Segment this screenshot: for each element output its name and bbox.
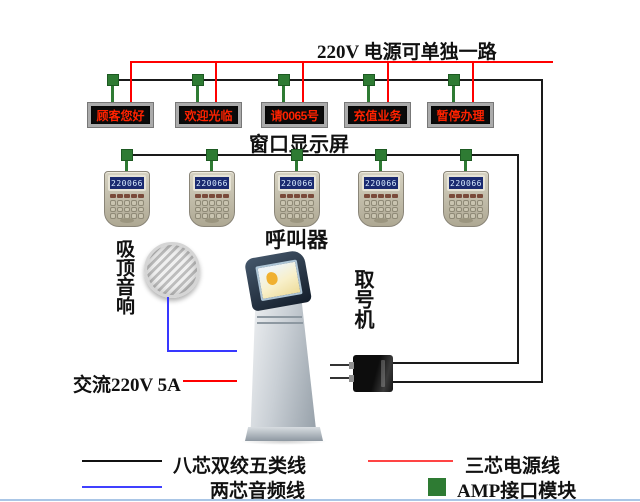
amp-connector <box>121 149 133 161</box>
power-drop-3 <box>302 61 304 105</box>
connector-stem <box>210 161 213 172</box>
audio-line-h <box>167 350 237 352</box>
caller-keypad <box>195 200 229 219</box>
led-text: 请0065号 <box>270 108 319 123</box>
kiosk-label: 取号机 <box>351 269 373 329</box>
led-display-3: 请0065号 <box>262 103 327 127</box>
led-text: 顾客您好 <box>96 108 145 123</box>
caller-keypad <box>110 200 144 219</box>
led-display-2: 欢迎光临 <box>176 103 241 127</box>
kiosk-base <box>245 427 323 441</box>
amp-terminal <box>349 375 354 382</box>
kiosk-ticket-slot <box>257 316 302 318</box>
amp-terminal <box>349 362 354 369</box>
connector-stem <box>111 86 114 104</box>
legend-amp-label: AMP接口模块 <box>457 481 577 502</box>
kiosk-body <box>250 301 316 429</box>
kiosk-ticket-slot <box>257 322 303 324</box>
caller-device-1: 220066 <box>104 171 150 227</box>
caller-device-4: 220066 <box>358 171 404 227</box>
power-title: 220V 电源可单独一路 <box>317 42 497 63</box>
amp-connector <box>460 149 472 161</box>
amp-connector <box>291 149 303 161</box>
caller-keypad <box>280 200 314 219</box>
power-bus-line <box>130 61 553 63</box>
legend-cat5-line <box>82 460 162 462</box>
connector-stem <box>196 86 199 104</box>
connector-stem <box>282 86 285 104</box>
ceiling-speaker <box>144 242 200 298</box>
caller-keypad <box>364 200 398 219</box>
caller-bus-line <box>121 154 519 156</box>
amp-wire-left-1 <box>330 364 353 366</box>
caller-lcd: 220066 <box>364 177 398 189</box>
amp-connector <box>448 74 460 86</box>
led-display-1: 顾客您好 <box>88 103 153 127</box>
amp-connector <box>107 74 119 86</box>
display-row-label: 窗口显示屏 <box>249 134 349 156</box>
caller-lcd: 220066 <box>195 177 229 189</box>
caller-device-3: 220066 <box>274 171 320 227</box>
caller-row-label: 呼叫器 <box>265 228 328 252</box>
power-drop-2 <box>215 61 217 105</box>
connector-stem <box>367 86 370 104</box>
kiosk-shadow <box>240 438 328 445</box>
caller-device-5: 220066 <box>443 171 489 227</box>
audio-line-v <box>167 297 169 352</box>
bottom-border-line <box>0 499 640 501</box>
caller-lcd: 220066 <box>280 177 314 189</box>
legend-power-line <box>368 460 453 462</box>
power-drop-5 <box>472 61 474 105</box>
kiosk-screen <box>255 259 303 302</box>
led-display-5: 暂停办理 <box>428 103 493 127</box>
connector-stem <box>125 161 128 172</box>
kiosk-head <box>243 249 313 312</box>
led-text: 充值业务 <box>353 108 402 123</box>
caller-lcd: 220066 <box>110 177 144 189</box>
led-display-4: 充值业务 <box>345 103 410 127</box>
ac-power-line <box>183 380 237 382</box>
amp-connector <box>363 74 375 86</box>
caller-device-2: 220066 <box>189 171 235 227</box>
legend-power-label: 三芯电源线 <box>465 456 561 477</box>
connector-stem <box>295 161 298 172</box>
caller-bus-to-amp <box>393 362 519 364</box>
connector-stem <box>452 86 455 104</box>
power-drop-4 <box>387 61 389 105</box>
led-text: 暂停办理 <box>436 108 485 123</box>
connector-stem <box>379 161 382 172</box>
display-bus-drop <box>541 79 543 383</box>
power-drop-1 <box>130 61 132 105</box>
caller-keypad <box>449 200 483 219</box>
legend-amp-swatch <box>428 478 446 496</box>
amp-connector <box>206 149 218 161</box>
caller-lcd: 220066 <box>449 177 483 189</box>
display-bus-to-amp <box>393 381 543 383</box>
amp-wire-left-2 <box>330 377 353 379</box>
amp-label-strip <box>381 360 385 387</box>
amp-connector <box>278 74 290 86</box>
display-bus-line <box>107 79 543 81</box>
legend-audio-label: 两芯音频线 <box>210 481 306 502</box>
kiosk-screen-image <box>265 271 279 286</box>
amp-module <box>349 355 393 392</box>
amp-connector <box>192 74 204 86</box>
caller-bus-drop <box>517 154 519 364</box>
speaker-label: 吸顶音响 <box>113 239 134 315</box>
legend-audio-line <box>82 486 162 488</box>
amp-connector <box>375 149 387 161</box>
connector-stem <box>464 161 467 172</box>
legend-cat5-label: 八芯双绞五类线 <box>173 456 307 477</box>
led-text: 欢迎光临 <box>184 108 233 123</box>
ac-power-label: 交流220V 5A <box>73 375 181 396</box>
